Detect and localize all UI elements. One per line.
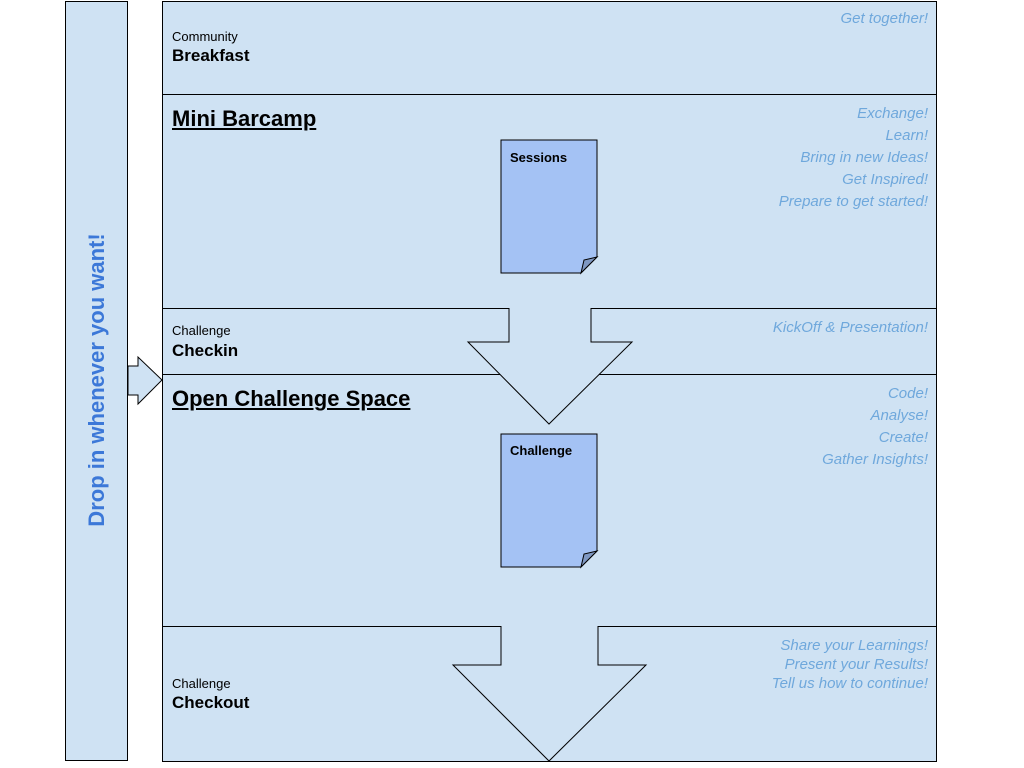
checkout-big-label: Checkout xyxy=(172,693,250,712)
checkin-big-label: Checkin xyxy=(172,341,239,360)
note-line: Gather Insights! xyxy=(822,451,928,468)
note-line: Get Inspired! xyxy=(842,171,928,188)
checkout-notes: Share your Learnings! Present your Resul… xyxy=(772,636,928,693)
arrow-to-challenge-space xyxy=(466,308,634,425)
note-line: Bring in new Ideas! xyxy=(800,149,928,166)
arrow-stem-2-cover xyxy=(501,625,598,628)
note-line: Present your Results! xyxy=(784,656,928,673)
challenge-space-notes: Code! Analyse! Create! Gather Insights! xyxy=(822,383,928,471)
barcamp-title: Mini Barcamp xyxy=(172,106,317,131)
sessions-doc-label: Sessions xyxy=(510,150,568,165)
barcamp-notes: Exchange! Learn! Bring in new Ideas! Get… xyxy=(779,103,928,213)
challenge-doc-label: Challenge xyxy=(510,443,573,458)
checkin-small-label: Challenge xyxy=(172,323,231,338)
note-line: Create! xyxy=(878,429,928,446)
note-line: Get together! xyxy=(840,10,928,27)
note-line: Share your Learnings! xyxy=(780,637,928,654)
breakfast-section xyxy=(162,1,937,95)
arrow-to-checkout xyxy=(451,626,648,762)
note-line: Tell us how to continue! xyxy=(771,675,928,692)
note-line: Prepare to get started! xyxy=(778,193,928,210)
note-line: Learn! xyxy=(885,127,928,144)
breakfast-big-label: Breakfast xyxy=(172,46,250,65)
checkout-small-label: Challenge xyxy=(172,676,231,691)
note-line: KickOff & Presentation! xyxy=(772,319,928,336)
breakfast-notes: Get together! xyxy=(840,8,928,30)
note-line: Exchange! xyxy=(857,105,928,122)
breakfast-small-label: Community xyxy=(172,29,238,44)
note-line: Analyse! xyxy=(870,407,928,424)
note-line: Code! xyxy=(887,385,928,402)
checkin-notes: KickOff & Presentation! xyxy=(773,317,928,339)
arrow-stem-1-cover xyxy=(509,307,591,310)
side-arrow xyxy=(127,355,163,406)
challenge-space-title: Open Challenge Space xyxy=(172,386,411,411)
sidebar-box xyxy=(65,1,128,761)
